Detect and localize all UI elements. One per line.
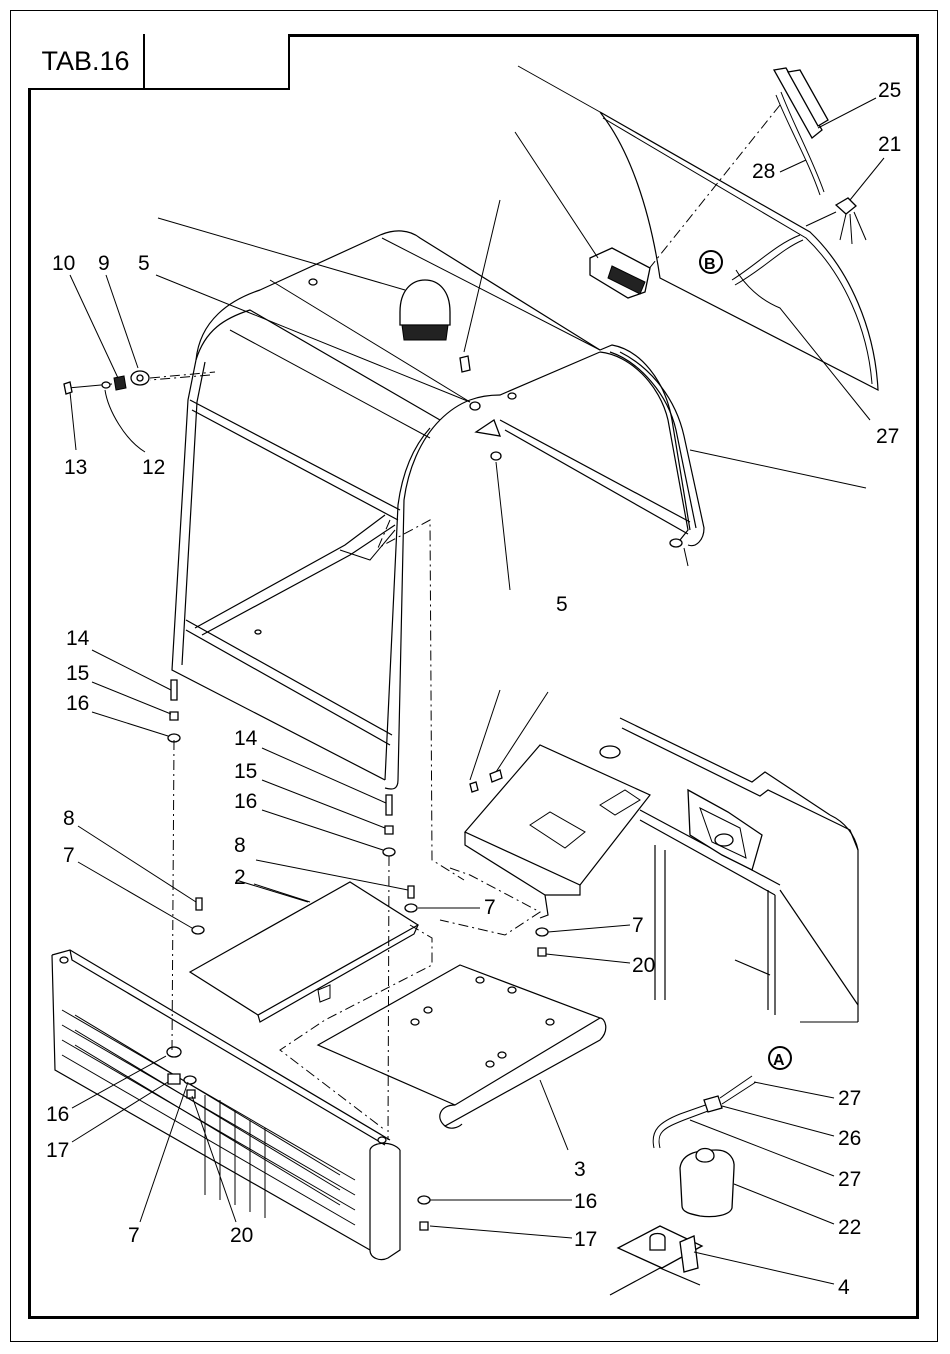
callout-28: 28 [752,160,775,183]
front-grille [52,950,400,1260]
callout-17-bottom: 17 [574,1228,597,1251]
callout-20-bottom: 20 [230,1224,253,1247]
mirror-bolt-assembly [64,371,215,394]
leader-lines [70,98,884,1284]
mounting-bracket [440,690,650,935]
callout-5-mid: 5 [556,593,568,616]
callout-25: 25 [878,79,901,102]
callout-7-mid: 7 [484,896,496,919]
cab-frame [150,200,866,880]
callout-8-left: 8 [63,807,75,830]
callout-16-bottom: 16 [574,1190,597,1213]
callout-12: 12 [142,456,165,479]
wiper-motor [515,132,650,298]
callout-17-grille: 17 [46,1139,69,1162]
callout-13: 13 [64,456,87,479]
callout-16-left: 16 [66,692,89,715]
callout-7-bottom: 7 [128,1224,140,1247]
wiper-arm [640,68,828,280]
callout-27-b: 27 [838,1168,861,1191]
callout-2: 2 [234,866,246,889]
callout-21: 21 [878,133,901,156]
callout-14-left: 14 [66,627,90,650]
callout-4: 4 [838,1276,850,1299]
callout-10: 10 [52,252,75,275]
callout-27-top: 27 [876,425,899,448]
detail-label-b: B [704,256,716,273]
callout-15-left: 15 [66,662,89,685]
callout-20-right: 20 [632,954,655,977]
callout-16-grille: 16 [46,1103,69,1126]
callout-7-right: 7 [632,914,644,937]
detail-label-a: A [773,1052,785,1069]
callout-5-top: 5 [138,252,150,275]
callout-26: 26 [838,1127,861,1150]
fasteners [167,680,548,1230]
callout-22: 22 [838,1216,861,1239]
callout-7-left: 7 [63,844,75,867]
callout-9: 9 [98,252,110,275]
callout-27-a: 27 [838,1087,861,1110]
callout-16-right: 16 [234,790,257,813]
callout-8-right: 8 [234,834,246,857]
callout-15-right: 15 [234,760,257,783]
callout-14-right: 14 [234,727,258,750]
callout-3: 3 [574,1158,586,1181]
